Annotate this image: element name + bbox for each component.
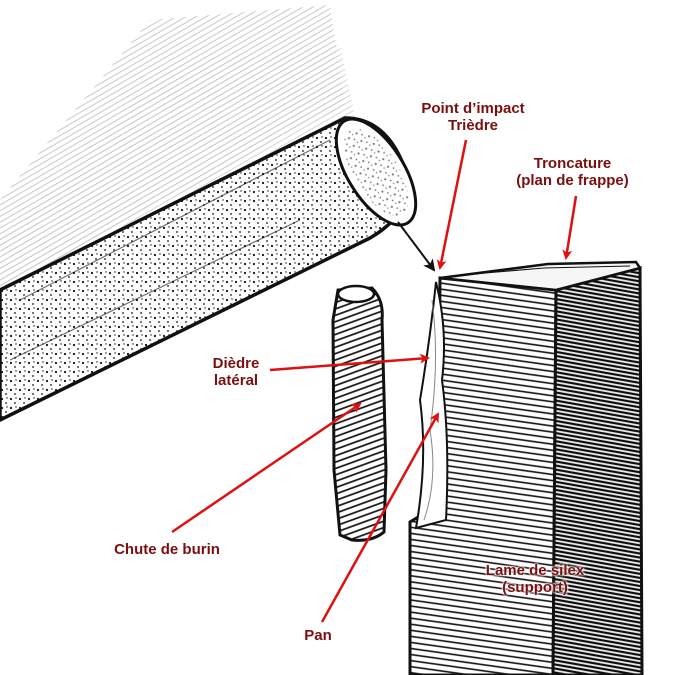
label-troncature: Troncature (plan de frappe) [490,155,655,189]
label-chute-line: Chute de burin [114,541,220,558]
arrow-chute [171,402,362,534]
arrow-diedre [269,353,430,372]
label-lame-line1: Lame de silex [485,562,585,579]
label-triedre-line2: Trièdre [447,117,499,134]
arrow-troncature [562,195,578,260]
label-point-impact: Point d’impact Trièdre [398,100,548,134]
flint-blade-icon [408,260,644,675]
leader-arrows [171,139,578,623]
strike-direction-arrow [397,221,436,272]
antler-hammer-icon [0,116,418,422]
label-chute-burin: Chute de burin [92,541,242,558]
label-pan: Pan [288,627,348,644]
arrow-pan [320,412,440,623]
label-diedre-line1: Dièdre [212,355,260,372]
label-support-line2: (support) [502,579,568,596]
label-point-impact-line1: Point d’impact [421,100,525,117]
label-pan-line: Pan [304,627,332,644]
label-lame-silex: Lame de silex (support) [455,562,615,596]
label-lateral-line2: latéral [213,372,259,389]
label-plan-frappe-line2: (plan de frappe) [516,172,629,189]
label-diedre-lateral: Dièdre latéral [196,355,276,389]
arrow-point-impact [436,139,468,270]
label-troncature-line1: Troncature [533,155,612,172]
burin-spall-icon [331,284,388,542]
